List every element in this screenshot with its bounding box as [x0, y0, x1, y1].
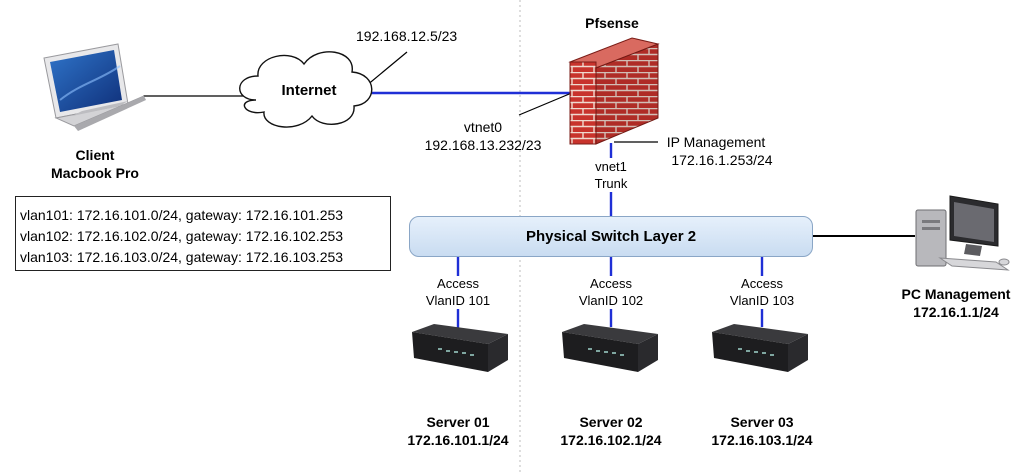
access-port-3-vlan: VlanID 103: [729, 293, 795, 308]
callout-vtnet0: [518, 91, 575, 116]
server-2-address: 172.16.102.1/24: [560, 432, 662, 448]
access-port-2-vlan: VlanID 102: [578, 293, 644, 308]
server-1-address: 172.16.101.1/24: [407, 432, 509, 448]
wan-address-label: 192.168.12.5/23: [356, 28, 458, 44]
vlan-note-line-3: vlan103: 172.16.103.0/24, gateway: 172.1…: [20, 249, 344, 265]
ip-management-address: 172.16.1.253/24: [671, 152, 773, 168]
access-port-1-mode: Access: [437, 276, 479, 291]
access-port-3-mode: Access: [741, 276, 783, 291]
access-port-1-vlan: VlanID 101: [425, 293, 491, 308]
vlan-note-line-2: vlan102: 172.16.102.0/24, gateway: 172.1…: [20, 228, 344, 244]
router-box-icon-1: [412, 324, 508, 372]
access-port-2-mode: Access: [590, 276, 632, 291]
router-box-icon-2: [562, 324, 658, 372]
desktop-pc-icon: [915, 195, 1010, 271]
firewall-title: Pfsense: [585, 15, 639, 31]
server-3-name: Server 03: [730, 414, 794, 430]
vtnet0-address: 192.168.13.232/23: [424, 137, 542, 153]
internet-label: Internet: [281, 82, 337, 99]
client-title: Client: [75, 147, 115, 163]
vlan-note-line-1: vlan101: 172.16.101.0/24, gateway: 172.1…: [20, 207, 344, 223]
server-2-name: Server 02: [579, 414, 643, 430]
client-subtitle: Macbook Pro: [51, 165, 139, 181]
cloud-icon: [239, 51, 373, 128]
pc-management-name: PC Management: [901, 286, 1011, 302]
ip-management-title: IP Management: [666, 134, 766, 150]
brick-firewall-icon: [568, 37, 660, 145]
vlan-note-box: [15, 196, 391, 271]
vnet1-mode: Trunk: [594, 176, 628, 191]
vnet1-name: vnet1: [595, 159, 627, 174]
switch-label: Physical Switch Layer 2: [525, 228, 697, 245]
router-box-icon-3: [712, 324, 808, 372]
laptop-icon: [43, 43, 146, 131]
server-3-address: 172.16.103.1/24: [711, 432, 813, 448]
server-1-name: Server 01: [426, 414, 490, 430]
physical-switch: Physical Switch Layer 2: [409, 216, 813, 257]
vtnet0-name: vtnet0: [463, 119, 503, 135]
pc-management-address: 172.16.1.1/24: [913, 304, 999, 320]
